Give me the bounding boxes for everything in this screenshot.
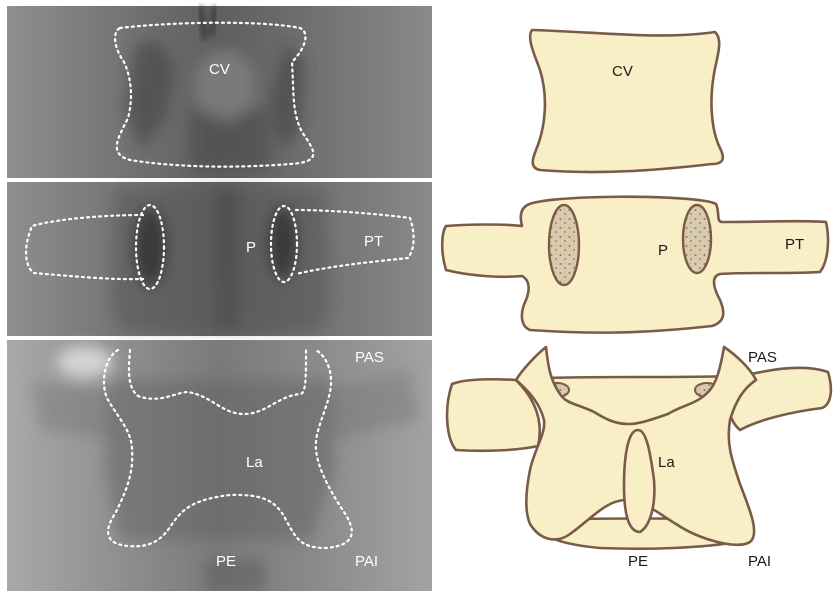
drawing-pedicle-transverse: P PT bbox=[442, 197, 828, 333]
left-pedicle-shape bbox=[549, 205, 579, 285]
xr-label-spinous: PE bbox=[216, 553, 236, 570]
label-inferior-articular: PAI bbox=[748, 553, 771, 570]
xr-label-vertebral-body: CV bbox=[209, 61, 230, 78]
radiograph-panel-middle: P PT bbox=[7, 182, 432, 336]
drawing-posterior-arch: PAS La PE PAI bbox=[447, 347, 831, 570]
label-pedicle: P bbox=[658, 242, 668, 259]
radiograph-panel-bottom: PAS La PE PAI bbox=[7, 340, 432, 591]
xr-label-transverse: PT bbox=[364, 233, 383, 250]
radiograph-panel-top: CV bbox=[7, 6, 432, 178]
xr-label-superior-articular: PAS bbox=[355, 349, 384, 366]
xr-label-pedicle: P bbox=[246, 239, 256, 256]
label-lamina: La bbox=[658, 454, 675, 471]
label-transverse: PT bbox=[785, 236, 804, 253]
drawing-vertebral-body: CV bbox=[530, 30, 723, 172]
label-superior-articular: PAS bbox=[748, 349, 777, 366]
xr-label-lamina: La bbox=[246, 454, 263, 471]
right-pedicle-shape bbox=[683, 205, 711, 273]
xr-label-inferior-articular: PAI bbox=[355, 553, 378, 570]
label-vertebral-body: CV bbox=[612, 63, 633, 80]
label-spinous: PE bbox=[628, 553, 648, 570]
